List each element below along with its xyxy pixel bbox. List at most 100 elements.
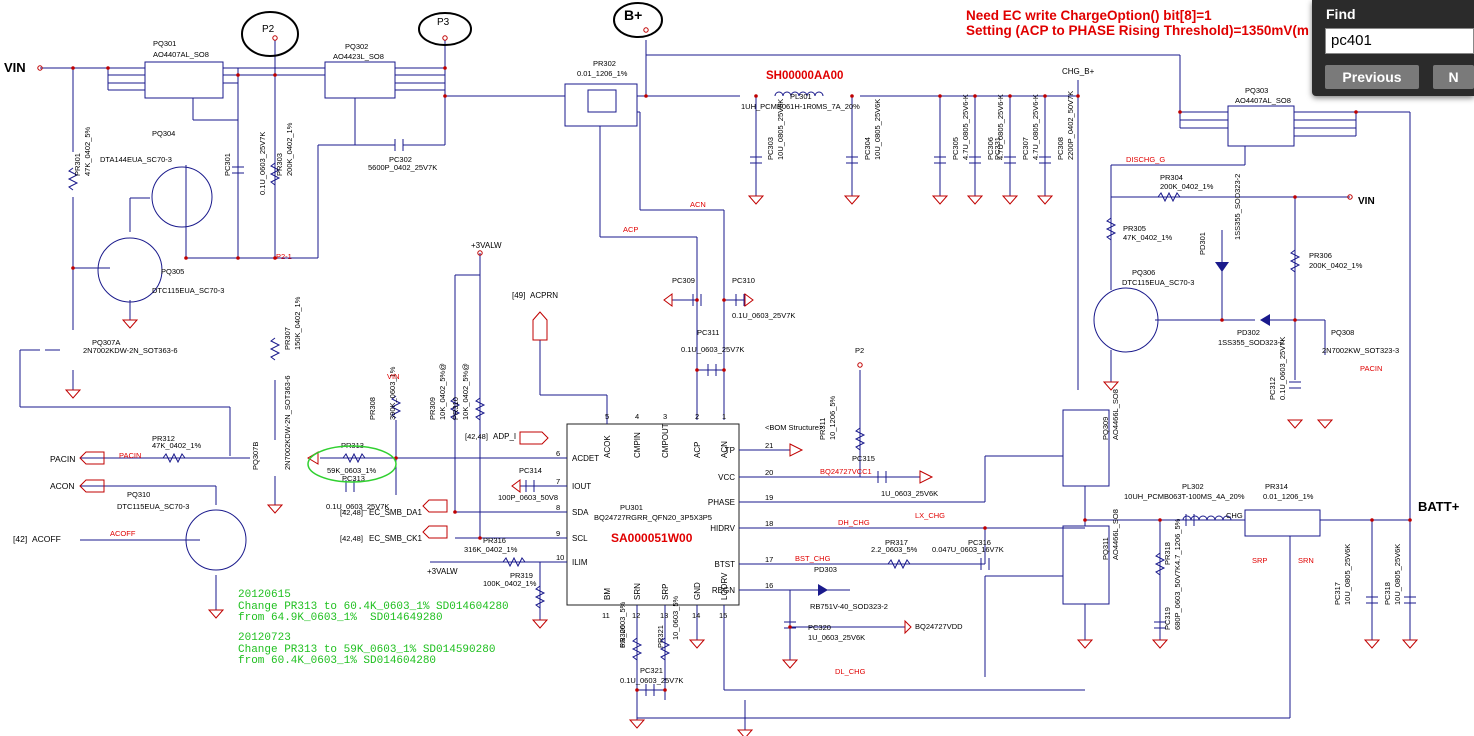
ic-pin-number: 10 (556, 553, 564, 562)
net-pacin2: PACIN (119, 451, 141, 460)
ic-pin-number: 1 (722, 412, 726, 421)
net-port-symbol (477, 250, 483, 256)
component-label-vertical: PC308 (1056, 137, 1065, 160)
component-label: PR305 (1123, 224, 1146, 233)
junction-dot (236, 256, 240, 260)
ground-symbol (64, 389, 82, 399)
component-label-vertical: 10U_0805_25V6K (1393, 544, 1402, 605)
component-label-vertical: PR321 (656, 625, 665, 648)
component-label: 316K_0402_1% (464, 545, 518, 554)
p3-circle-marker (418, 12, 472, 46)
component-label: 1UH_PCMB061H-1R0MS_7A_20% (741, 102, 860, 111)
component-label-vertical: PC312 (1268, 377, 1277, 400)
ic-ref-label: PU301 (620, 503, 643, 512)
component-label-vertical: 10K_0402_5%@ (461, 363, 470, 420)
transistor-symbol (97, 237, 163, 303)
component-label: DTA144EUA_SC70-3 (100, 155, 172, 164)
component-label: PC311 (697, 328, 719, 337)
component-label-vertical: PC319 (1163, 607, 1172, 630)
junction-dot (788, 625, 792, 629)
ground-symbol (1102, 381, 1120, 391)
junction-dot (695, 298, 699, 302)
junction-dot (1370, 518, 1374, 522)
component-label: PQ307A (92, 338, 120, 347)
component-label: PL302 (1182, 482, 1204, 491)
junction-dot (1293, 318, 1297, 322)
net-bplus: B+ (624, 7, 642, 23)
net-srn: SRN (1298, 556, 1314, 565)
ic-pin-number: 3 (663, 412, 667, 421)
component-label-vertical: PQ307B (251, 442, 260, 470)
component-label: DTC115EUA_SC70-3 (1122, 278, 1194, 287)
ic-pin-number: 15 (719, 611, 727, 620)
component-label: PR306 (1309, 251, 1332, 260)
ground-symbol (931, 195, 949, 205)
component-label: PQ304 (152, 129, 175, 138)
junction-dot (850, 94, 854, 98)
net-3valw-1: +3VALW (471, 241, 502, 250)
ic-pin-name: PHASE (708, 498, 735, 507)
component-label-vertical: 4.7U_0805_25V6-K (1031, 94, 1040, 160)
ic-pin-number: 6 (556, 449, 560, 458)
component-label-vertical: PR310 (451, 397, 460, 420)
component-label-vertical: PR303 (275, 153, 284, 176)
component-label-vertical: 10U_0805_25V6K (873, 99, 882, 160)
component-label: 2N7002KW_SOT323-3 (1322, 346, 1399, 355)
next-button[interactable]: N (1433, 65, 1474, 89)
component-label: PD302 (1237, 328, 1260, 337)
junction-dot (644, 94, 648, 98)
component-label-vertical: 0.1U_0603_25V7K (1278, 337, 1287, 400)
previous-button[interactable]: Previous (1325, 65, 1419, 89)
component-label: 200K_0402_1% (1309, 261, 1363, 270)
net-3valw-2: +3VALW (427, 567, 458, 576)
net-chg: CHG (1226, 511, 1243, 520)
ic-pin-number: 16 (765, 581, 773, 590)
junction-dot (722, 298, 726, 302)
find-input[interactable]: pc401 (1325, 28, 1474, 54)
ic-pin-number: 17 (765, 555, 773, 564)
junction-dot (695, 368, 699, 372)
ic-pin-name: CMPIN (633, 432, 642, 458)
component-label-vertical: 390K_0603_1% (388, 366, 397, 420)
net-bq-vdd: BQ24727VDD (915, 622, 963, 631)
component-label: AO4407AL_SO8 (153, 50, 209, 59)
net-pacin: PACIN (50, 454, 75, 464)
component-label: 47K_0402_1% (1123, 233, 1173, 242)
component-label-vertical: 6.8_0603_5% (618, 601, 627, 648)
junction-dot (236, 73, 240, 77)
ic-pin-number: 8 (556, 503, 560, 512)
junction-dot (635, 688, 639, 692)
p2-circle-marker (241, 11, 299, 57)
component-label-vertical: PC331 (993, 137, 1002, 160)
component-label-vertical: 2N7002KDW-2N_SOT363-6 (283, 376, 292, 471)
component-label: PC314 (519, 466, 542, 475)
net-adp-ref: [42,48] (465, 432, 488, 441)
component-label: AO4407AL_SO8 (1235, 96, 1291, 105)
component-label-vertical: PC304 (863, 137, 872, 160)
component-symbols (37, 27, 1419, 736)
component-label: 10UH_PCMB063T-100MS_4A_20% (1124, 492, 1245, 501)
net-port-symbol (37, 65, 43, 71)
net-batt: BATT+ (1418, 499, 1460, 514)
net-bst-chg: BST_CHG (795, 554, 831, 563)
ic-pin-name: BM (603, 588, 612, 600)
component-label: 5600P_0402_25V7K (368, 163, 437, 172)
component-label: AO4423L_SO8 (333, 52, 384, 61)
diode-symbol (1260, 314, 1270, 326)
component-label-vertical: AO4466L_SO8 (1111, 509, 1120, 560)
ground-symbol (1401, 639, 1419, 649)
component-label-vertical: PC306 (986, 137, 995, 160)
component-label-vertical: PR308 (368, 397, 377, 420)
junction-dot (443, 66, 447, 70)
part-code-sa: SA000051W00 (611, 531, 693, 545)
component-label: PR317 (885, 538, 908, 547)
pr313-highlight (307, 445, 397, 483)
ground-symbol (1001, 195, 1019, 205)
component-label: PC320 (808, 623, 831, 632)
component-label-vertical: PR301 (73, 153, 82, 176)
component-label-vertical: AO4466L_SO8 (1111, 389, 1120, 440)
component-label: PQ301 (153, 39, 176, 48)
component-label-vertical: 2200P_0402_50V7K (1066, 91, 1075, 160)
component-label-vertical: 680P_0603_50V7K (1173, 565, 1182, 630)
net-dischg: DISCHG_G (1126, 155, 1165, 164)
